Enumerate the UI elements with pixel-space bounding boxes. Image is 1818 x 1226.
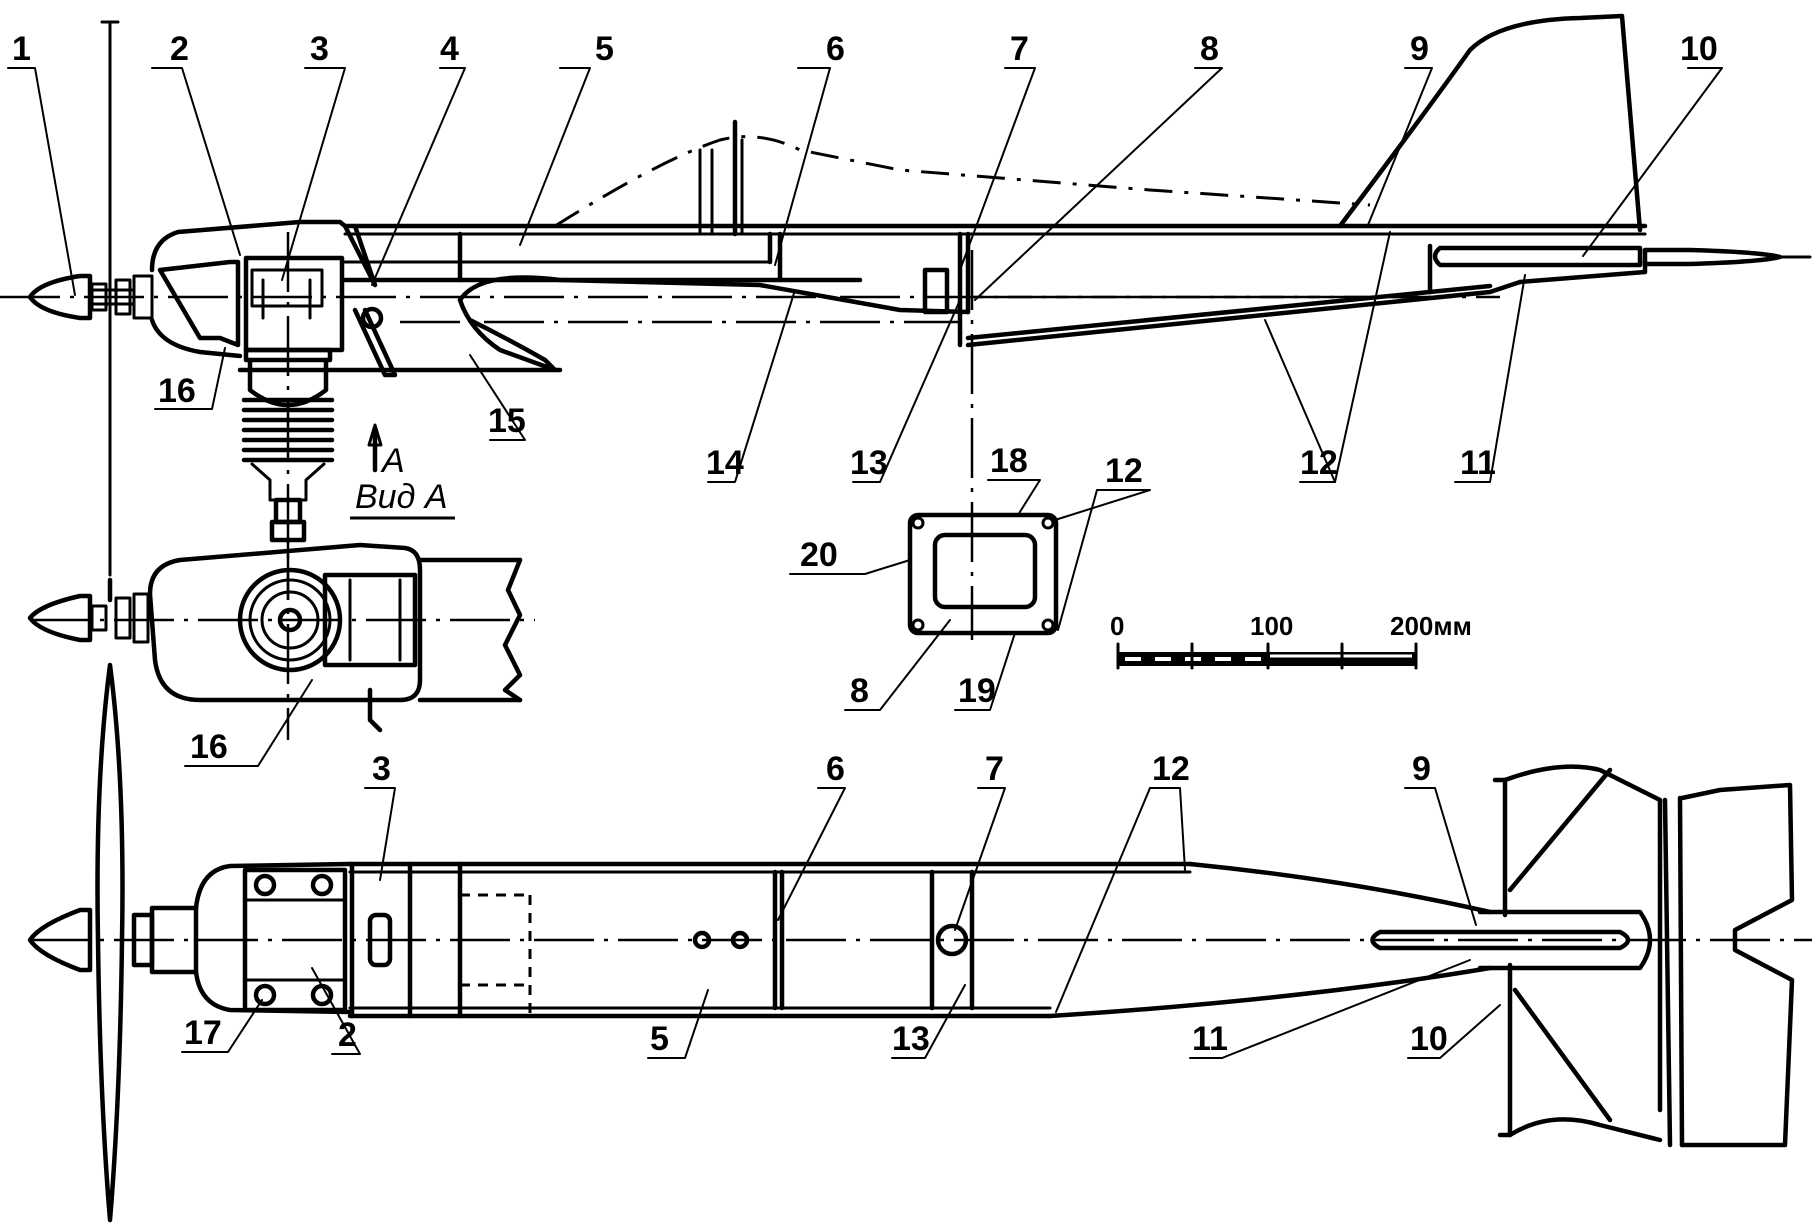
scale-tick-100: 100: [1250, 611, 1293, 641]
callout-5-top: 5: [650, 1020, 669, 1058]
callout-7: 7: [1010, 30, 1029, 68]
callout-1: 1: [12, 30, 31, 68]
top-view: [27, 662, 1812, 1223]
callout-16: 16: [158, 372, 196, 410]
callout-4: 4: [440, 30, 459, 68]
callout-3: 3: [310, 30, 329, 68]
callout-10-top: 10: [1410, 1020, 1448, 1058]
cross-section: [907, 512, 1059, 636]
callout-3-top: 3: [372, 750, 391, 788]
scale-tick-200: 200мм: [1390, 611, 1472, 641]
callout-20: 20: [800, 536, 838, 574]
callout-9: 9: [1410, 30, 1429, 68]
callout-18: 18: [990, 442, 1028, 480]
view-a: А Вид А: [27, 423, 535, 740]
callout-12: 12: [1300, 444, 1338, 482]
callout-8: 8: [1200, 30, 1219, 68]
callout-9-top: 9: [1412, 750, 1431, 788]
callout-16-view-a: 16: [190, 728, 228, 766]
callout-19: 19: [958, 672, 996, 710]
callout-6-top: 6: [826, 750, 845, 788]
callout-12-section: 12: [1105, 452, 1143, 490]
cowling: [149, 219, 348, 273]
view-arrow-label: А: [380, 442, 405, 480]
callout-8-section: 8: [850, 672, 869, 710]
cowling-view-a: [147, 542, 423, 703]
propeller-blade: [95, 662, 125, 1223]
side-view: [0, 13, 1812, 640]
scale-tick-0: 0: [1110, 611, 1124, 641]
leader-lines: [7, 67, 1723, 1059]
callout-13-top: 13: [892, 1020, 930, 1058]
callout-2-top: 2: [338, 1016, 357, 1054]
callout-10: 10: [1680, 30, 1718, 68]
callout-11-top: 11: [1192, 1020, 1228, 1058]
callout-17: 17: [184, 1014, 222, 1052]
callout-5: 5: [595, 30, 614, 68]
scale-bar: 0 100 200мм: [1110, 611, 1472, 670]
callout-15: 15: [488, 402, 526, 440]
stabilizer: [1492, 764, 1795, 1148]
callout-7-top: 7: [985, 750, 1004, 788]
callout-2: 2: [170, 30, 189, 68]
callout-6: 6: [826, 30, 845, 68]
callout-13: 13: [850, 444, 888, 482]
engine: [157, 259, 241, 348]
canopy-outline: [554, 135, 1371, 228]
fin: [1337, 13, 1643, 233]
view-a-title: Вид А: [355, 478, 448, 516]
callout-labels: 1 2 3 4 5 6 7 8 9 10 16 15 14 13 12 11 1…: [12, 30, 1718, 1058]
callout-11: 11: [1460, 444, 1496, 482]
callout-12-top: 12: [1152, 750, 1190, 788]
callout-14: 14: [706, 444, 744, 482]
section-outer: [907, 512, 1059, 636]
